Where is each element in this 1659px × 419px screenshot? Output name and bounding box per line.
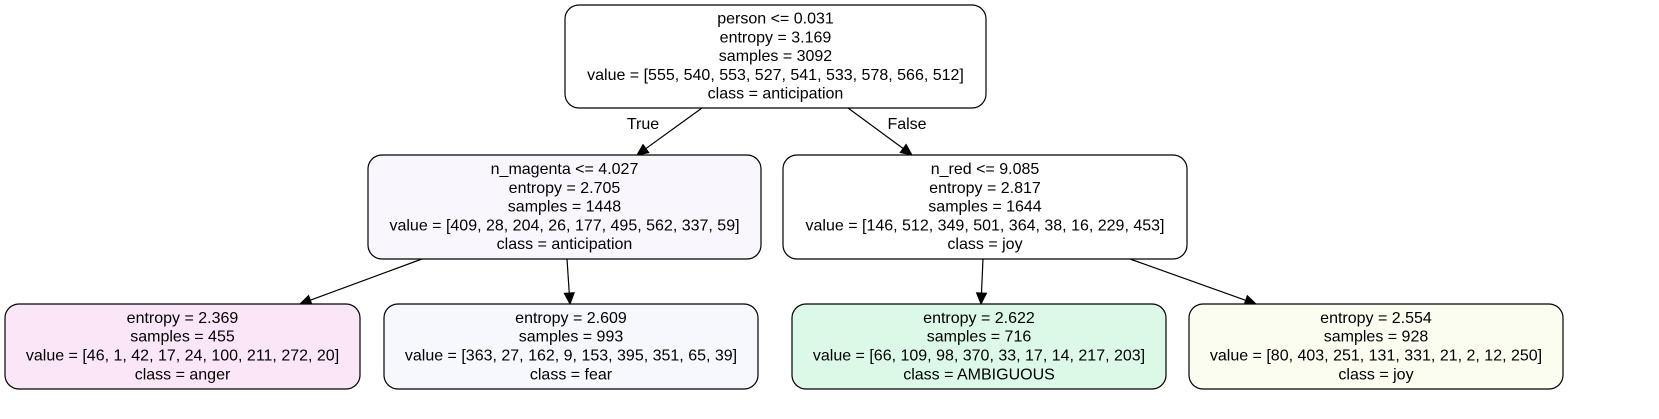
node-text-line: entropy = 2.554 <box>1320 310 1432 327</box>
node-text-line: class = fear <box>530 366 613 383</box>
node-text-line: class = anticipation <box>497 236 633 253</box>
arrowhead-icon <box>899 143 913 156</box>
node-box-right <box>782 154 1188 260</box>
tree-node-right: n_red <= 9.085 entropy = 2.817 samples = 1… <box>782 154 1188 260</box>
node-box-rr <box>1188 303 1564 390</box>
edge-right-rr <box>1129 258 1246 301</box>
node-text-line: value = [146, 512, 349, 501, 364, 38, 16… <box>806 217 1165 234</box>
node-text-line: value = [555, 540, 553, 527, 541, 533, 5… <box>587 67 964 84</box>
node-text-line: entropy = 2.817 <box>929 180 1041 197</box>
edge-left-ll <box>310 258 423 301</box>
edge-label-false: False <box>887 116 926 133</box>
node-text-line: entropy = 2.705 <box>509 180 621 197</box>
arrowhead-icon <box>563 292 575 306</box>
node-text-line: samples = 3092 <box>719 48 833 65</box>
node-text-line: samples = 716 <box>927 329 1032 346</box>
tree-node-left: n_magenta <= 4.027 entropy = 2.705 samples… <box>367 154 762 260</box>
node-box-left <box>367 154 762 260</box>
node-text-line: class = anger <box>135 366 231 383</box>
arrowhead-icon <box>636 143 650 156</box>
edge-label-true: True <box>627 116 659 133</box>
node-text-line: class = joy <box>1338 366 1413 383</box>
node-text-line: samples = 455 <box>130 329 235 346</box>
node-text-line: entropy = 2.369 <box>127 310 239 327</box>
node-text-line: samples = 1448 <box>508 199 622 216</box>
node-text-line: samples = 928 <box>1324 329 1429 346</box>
arrowhead-icon <box>975 292 988 306</box>
node-text-line: n_red <= 9.085 <box>931 161 1040 178</box>
node-text-line: value = [46, 1, 42, 17, 24, 100, 211, 27… <box>26 348 339 365</box>
edge-root-left <box>645 107 703 150</box>
node-text-line: samples = 993 <box>519 329 624 346</box>
tree-node-rr: entropy = 2.554 samples = 928 value = [80,… <box>1188 303 1564 390</box>
node-text-line: value = [80, 403, 251, 131, 331, 21, 2, … <box>1210 348 1542 365</box>
node-text-line: entropy = 3.169 <box>720 29 832 46</box>
node-text-line: entropy = 2.609 <box>515 310 627 327</box>
node-box-rl <box>791 303 1167 390</box>
node-text-line: value = [66, 109, 98, 370, 33, 17, 14, 2… <box>813 348 1145 365</box>
node-text-line: value = [409, 28, 204, 26, 177, 495, 562… <box>389 217 739 234</box>
tree-node-rl: entropy = 2.622 samples = 716 value = [66,… <box>791 303 1167 390</box>
node-text-line: samples = 1644 <box>928 199 1042 216</box>
tree-node-lr: entropy = 2.609 samples = 993 value = [363… <box>383 303 759 390</box>
node-box-ll <box>4 303 361 390</box>
node-box-lr <box>383 303 759 390</box>
node-box-root <box>564 4 987 109</box>
edge-left-lr <box>566 258 570 294</box>
node-text-line: person <= 0.031 <box>717 11 834 28</box>
node-text-line: entropy = 2.622 <box>923 310 1035 327</box>
node-text-line: class = AMBIGUOUS <box>903 366 1055 383</box>
node-text-line: value = [363, 27, 162, 9, 153, 395, 351,… <box>405 348 737 365</box>
edge-right-rl <box>980 258 984 294</box>
node-text-line: class = anticipation <box>708 86 844 103</box>
edge-root-right <box>847 107 904 149</box>
node-text-line: n_magenta <= 4.027 <box>491 161 639 178</box>
node-text-line: class = joy <box>947 236 1022 253</box>
tree-node-ll: entropy = 2.369 samples = 455 value = [46,… <box>4 303 361 390</box>
